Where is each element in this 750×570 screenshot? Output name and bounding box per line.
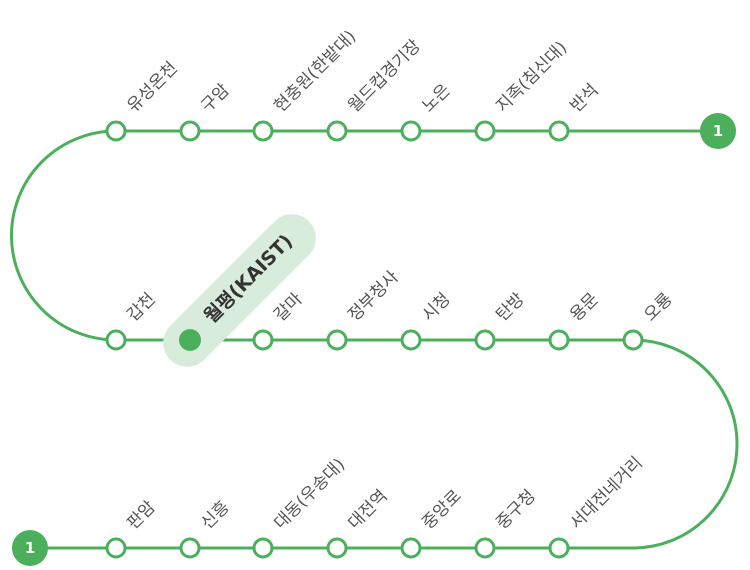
station-marker[interactable] — [326, 329, 348, 351]
station-marker[interactable] — [400, 537, 422, 559]
station-label[interactable]: 중앙로 — [418, 486, 465, 533]
station-label[interactable]: 시청 — [418, 289, 454, 325]
station-label[interactable]: 서대전네거리 — [566, 453, 646, 533]
station-label[interactable]: 반석 — [566, 80, 602, 116]
station-label[interactable]: 유성온천 — [123, 58, 181, 116]
station-label[interactable]: 오룡 — [640, 289, 676, 325]
station-marker[interactable] — [179, 120, 201, 142]
track-line — [10, 129, 739, 550]
station-marker[interactable] — [326, 537, 348, 559]
station-marker[interactable] — [400, 329, 422, 351]
line-start-badge — [12, 530, 48, 566]
station-marker[interactable] — [252, 537, 274, 559]
station-label[interactable]: 대전역 — [344, 486, 391, 533]
station-label[interactable]: 판암 — [123, 497, 160, 534]
station-marker[interactable] — [179, 537, 201, 559]
station-marker[interactable] — [474, 120, 496, 142]
station-label[interactable]: 구암 — [197, 80, 234, 117]
station-marker[interactable] — [474, 329, 496, 351]
line-end-badge — [700, 113, 736, 149]
station-marker[interactable] — [105, 537, 127, 559]
station-label[interactable]: 탄방 — [492, 289, 529, 326]
station-label[interactable]: 용문 — [566, 289, 602, 325]
current-station-marker[interactable] — [179, 329, 201, 351]
station-label[interactable]: 갑천 — [123, 289, 159, 325]
station-label[interactable]: 지족(침신대) — [492, 38, 571, 117]
current-station-highlight — [163, 214, 316, 367]
station-marker[interactable] — [474, 537, 496, 559]
station-marker[interactable] — [548, 329, 570, 351]
station-marker[interactable] — [400, 120, 422, 142]
station-marker[interactable] — [105, 120, 127, 142]
station-label[interactable]: 중구청 — [492, 486, 539, 533]
station-marker[interactable] — [105, 329, 127, 351]
station-label[interactable]: 정부청사 — [344, 267, 403, 326]
station-marker[interactable] — [252, 329, 274, 351]
station-label[interactable]: 월드컵경기장 — [344, 36, 425, 117]
station-marker[interactable] — [326, 120, 348, 142]
station-label[interactable]: 대동(우송대) — [270, 455, 349, 534]
station-marker[interactable] — [548, 537, 570, 559]
line-end-badge-number: 1 — [713, 122, 723, 140]
station-label[interactable]: 노은 — [418, 80, 454, 116]
station-label[interactable]: 신흥 — [197, 497, 233, 533]
station-label[interactable]: 갈마 — [270, 289, 307, 326]
station-marker[interactable] — [548, 120, 570, 142]
station-marker[interactable] — [622, 329, 644, 351]
line-start-badge-number: 1 — [25, 539, 35, 557]
station-marker[interactable] — [252, 120, 274, 142]
